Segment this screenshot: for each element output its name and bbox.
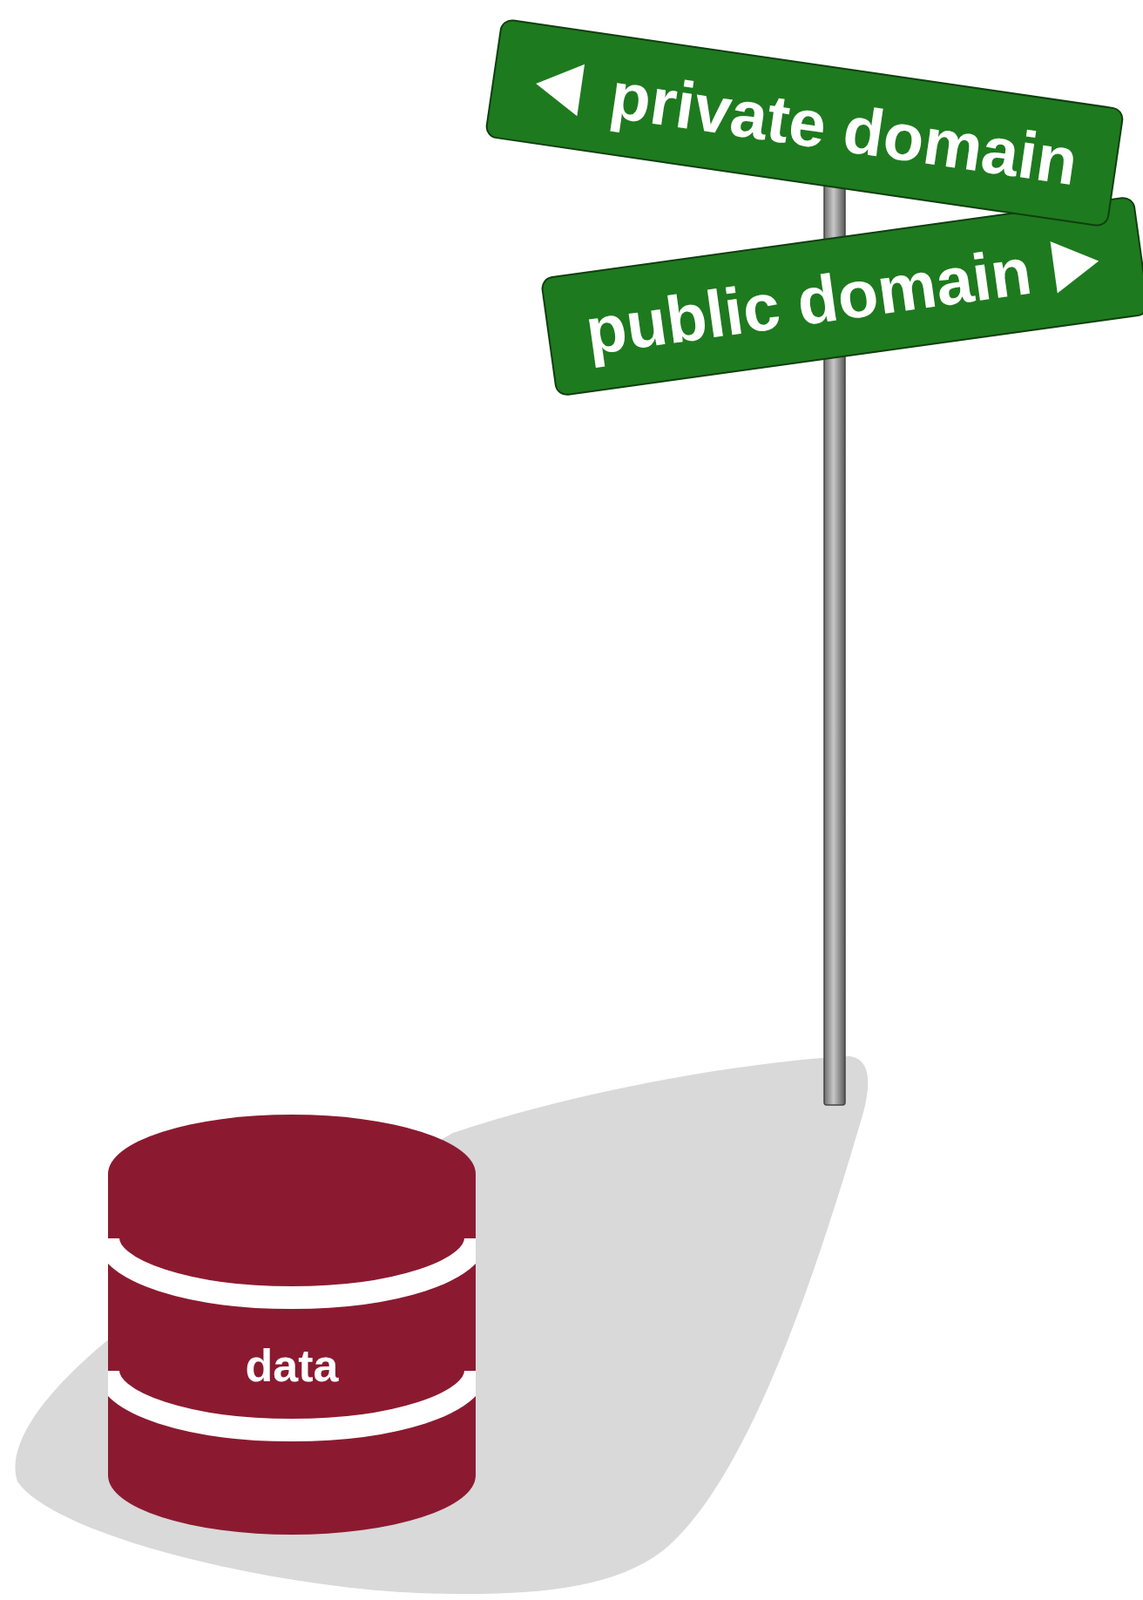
street-sign: private domain [483, 18, 1124, 229]
sign-text: private domain [605, 61, 1082, 196]
sign-text: public domain [581, 237, 1036, 366]
cylinder-label: data [245, 1342, 339, 1388]
shadow [14, 1055, 868, 1594]
cylinder-shape [108, 1106, 476, 1543]
arrow-triangle [531, 57, 584, 116]
arrow-triangle [1050, 235, 1103, 294]
database-cylinder: data [108, 1106, 476, 1543]
